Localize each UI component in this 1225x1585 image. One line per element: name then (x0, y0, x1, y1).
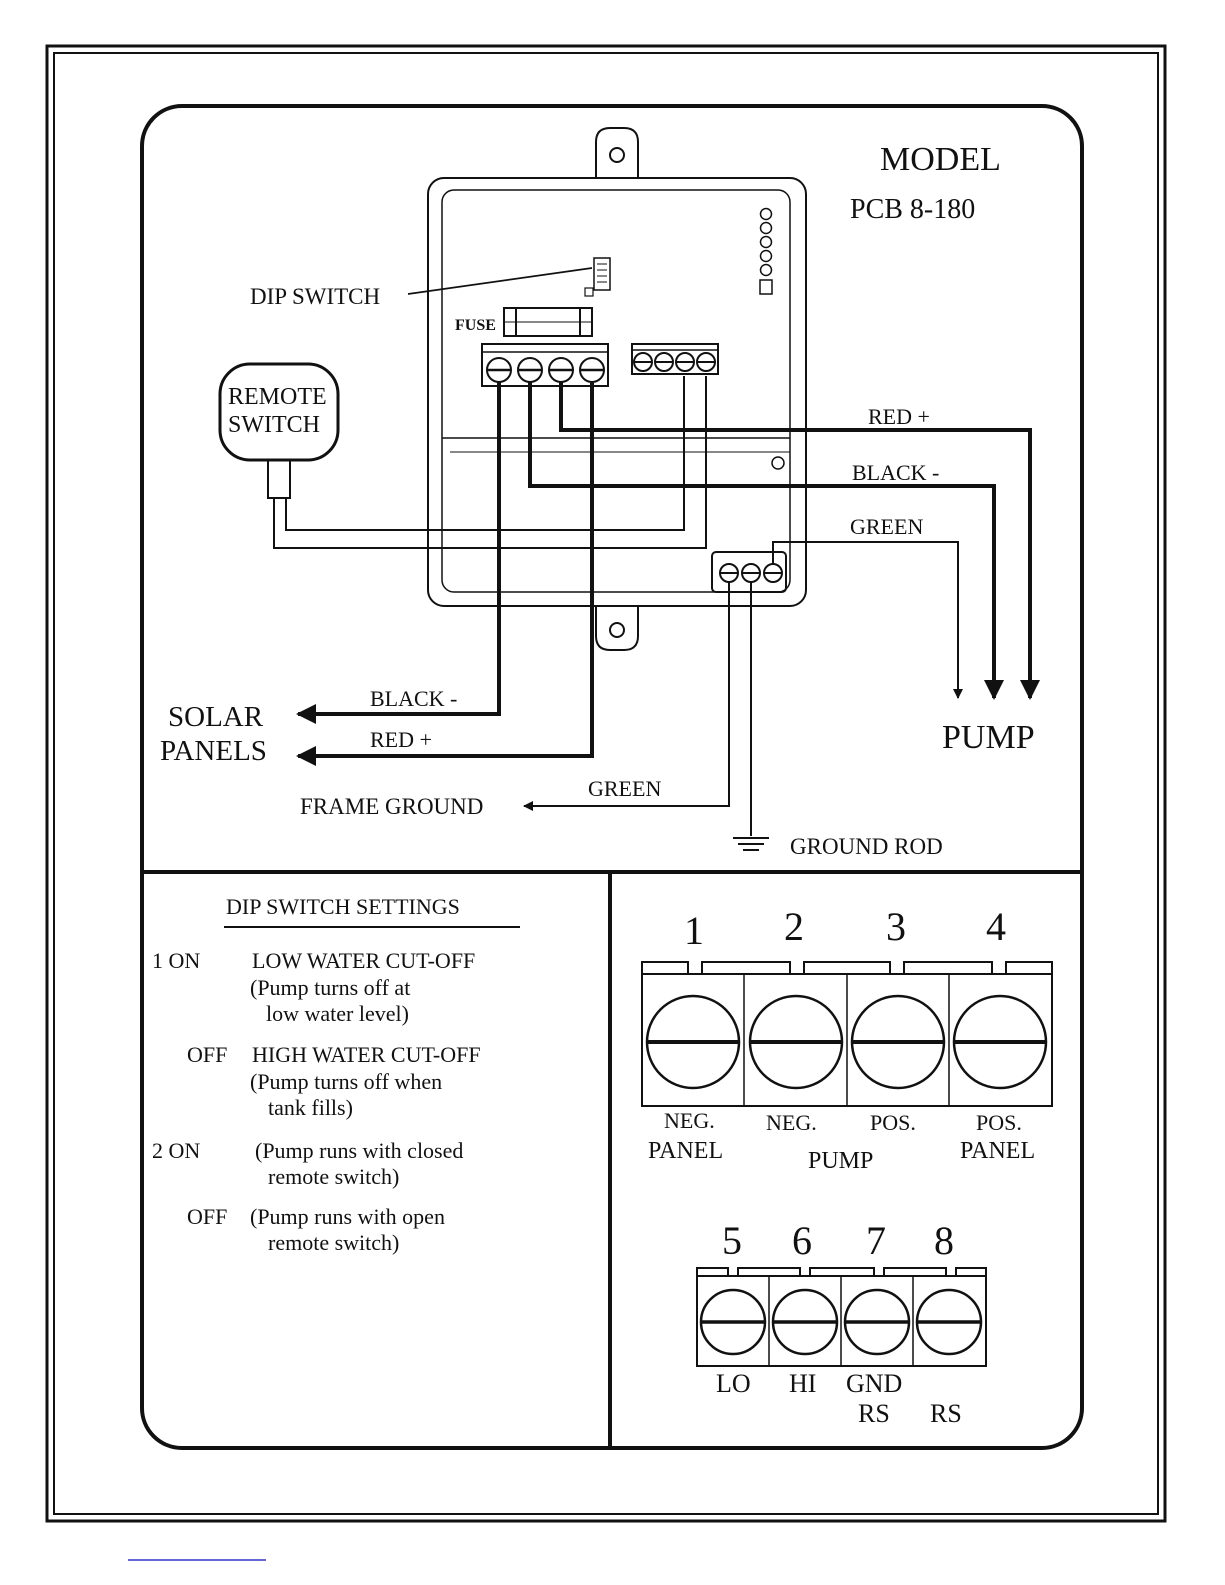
dip-switch-component (584, 257, 611, 297)
dip-settings-title: DIP SWITCH SETTINGS (226, 894, 460, 919)
ground-rod-label: GROUND ROD (790, 834, 943, 859)
terminal-screw-5 (699, 1288, 767, 1356)
remote-switch-line1: REMOTE (228, 384, 327, 410)
terminal-number-2: 2 (784, 904, 804, 949)
top-terminal-block (641, 961, 1053, 1107)
pump-terminals-label: PUMP (808, 1148, 873, 1174)
terminal-screw-4 (952, 994, 1048, 1090)
s1-on-desc-1: (Pump turns off at (250, 975, 410, 1000)
terminal-number-5: 5 (722, 1218, 742, 1263)
dip-switch-leader (407, 267, 593, 295)
bottom-terminal-block (696, 1267, 987, 1367)
t4-label-line2: PANEL (960, 1138, 1035, 1164)
wire-solar-black (296, 382, 501, 724)
solar-label-line1: SOLAR (168, 701, 264, 733)
main-terminal-strip (481, 343, 609, 387)
s2-on-desc-1: (Pump runs with closed (255, 1138, 463, 1163)
pump-red-label: RED + (868, 404, 930, 429)
s2-off-desc-1: (Pump runs with open (250, 1204, 445, 1229)
fuse-label: FUSE (455, 317, 496, 334)
terminal-number-7: 7 (866, 1218, 886, 1263)
terminal-screw-1 (645, 994, 741, 1090)
secondary-terminal-strip (631, 343, 719, 375)
solar-label-line2: PANELS (160, 735, 267, 767)
pump-black-label: BLACK - (852, 460, 939, 485)
gnd-label: GND (846, 1369, 902, 1398)
outer-frame (45, 44, 1167, 1523)
terminal-number-4: 4 (986, 904, 1006, 949)
s2-on-label: 2 ON (152, 1138, 200, 1163)
wire-solar-red (296, 382, 594, 766)
t2-label: NEG. (766, 1110, 817, 1135)
fuse-component (503, 307, 593, 337)
rs-label-1: RS (858, 1399, 890, 1428)
solar-red-label: RED + (370, 727, 432, 752)
ground-symbol (733, 837, 769, 851)
ground-terminal-block (711, 551, 787, 593)
t4-label-line1: POS. (976, 1110, 1022, 1135)
terminal-screw-2 (748, 994, 844, 1090)
s1-on-desc-2: low water level) (266, 1001, 409, 1026)
terminal-number-8: 8 (934, 1218, 954, 1263)
s1-off-label: OFF (187, 1042, 227, 1067)
rs-label-2: RS (930, 1399, 962, 1428)
terminal-number-3: 3 (886, 904, 906, 949)
s1-on-title: LOW WATER CUT-OFF (252, 948, 475, 973)
dip-switch-label: DIP SWITCH (250, 284, 380, 309)
pump-label: PUMP (942, 719, 1035, 756)
s2-off-desc-2: remote switch) (268, 1230, 399, 1255)
s2-on-desc-2: remote switch) (268, 1164, 399, 1189)
model-number: PCB 8-180 (850, 194, 975, 225)
terminal-number-1: 1 (684, 908, 704, 953)
pump-green-label: GREEN (850, 514, 923, 539)
inner-frame (53, 52, 1159, 1515)
wire-pump-red (559, 382, 1040, 700)
terminal-number-6: 6 (792, 1218, 812, 1263)
model-title: MODEL (880, 141, 1001, 178)
lo-label: LO (716, 1369, 751, 1398)
s1-on-label: 1 ON (152, 948, 200, 973)
s2-off-label: OFF (187, 1204, 227, 1229)
led-indicator-column (759, 207, 773, 295)
s1-off-title: HIGH WATER CUT-OFF (252, 1042, 481, 1067)
remote-switch-wires (273, 376, 707, 549)
t1-label-line1: NEG. (664, 1108, 715, 1133)
controller-box (427, 127, 807, 651)
wire-pump-green (772, 541, 963, 699)
s1-off-desc-1: (Pump turns off when (250, 1069, 442, 1094)
terminal-screw-8 (915, 1288, 983, 1356)
t3-label: POS. (870, 1110, 916, 1135)
remote-switch (218, 362, 340, 499)
t1-label-line2: PANEL (648, 1138, 723, 1164)
solar-black-label: BLACK - (370, 686, 457, 711)
hi-label: HI (789, 1369, 816, 1398)
terminal-screw-3 (850, 994, 946, 1090)
s1-off-desc-2: tank fills) (268, 1095, 353, 1120)
terminal-screw-7 (843, 1288, 911, 1356)
wire-frame-ground (523, 582, 730, 811)
remote-switch-line2: SWITCH (228, 412, 320, 438)
wire-pump-black (528, 382, 1004, 700)
frame-ground-label: FRAME GROUND (300, 794, 483, 819)
frame-ground-green-label: GREEN (588, 776, 661, 801)
terminal-screw-6 (771, 1288, 839, 1356)
